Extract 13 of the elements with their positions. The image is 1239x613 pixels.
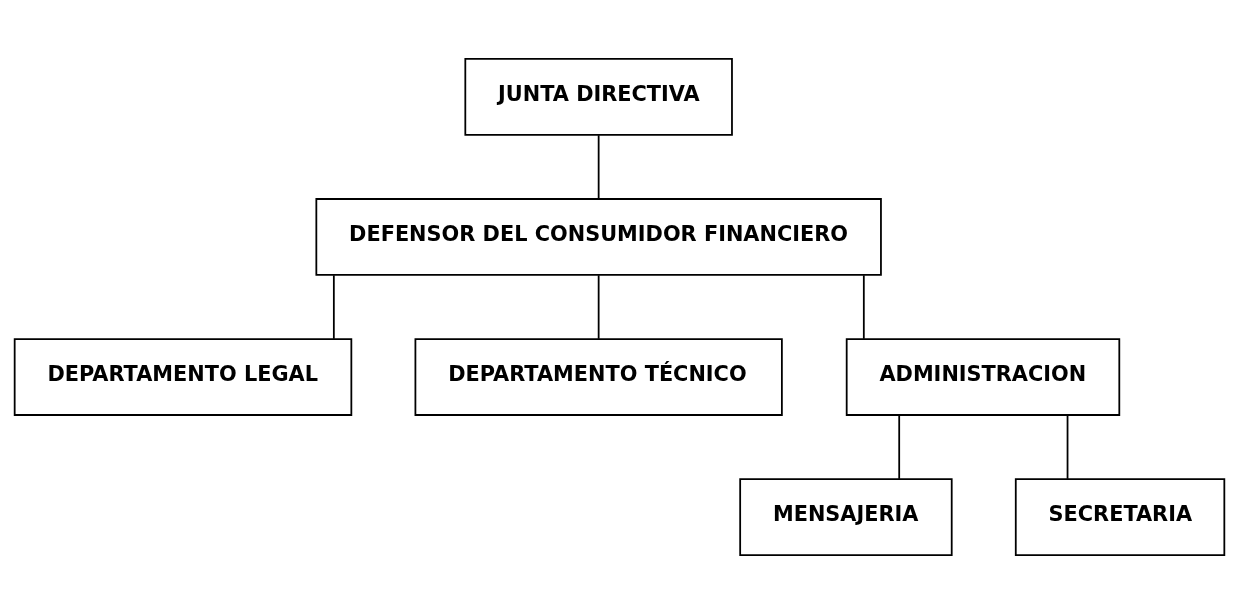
node-box: SECRETARIA: [1014, 477, 1226, 556]
node-box: DEPARTAMENTO LEGAL: [13, 337, 353, 416]
node-box: DEFENSOR DEL CONSUMIDOR FINANCIERO: [315, 197, 882, 276]
node-box: JUNTA DIRECTIVA: [464, 57, 733, 136]
connector: [862, 273, 865, 340]
connector: [332, 273, 335, 340]
connector: [597, 273, 600, 340]
connector: [597, 133, 600, 200]
node-box: ADMINISTRACION: [845, 337, 1121, 416]
connector: [898, 413, 901, 480]
node-box: MENSAJERIA: [739, 477, 953, 556]
node-box: DEPARTAMENTO TÉCNICO: [414, 337, 783, 416]
connector: [1066, 413, 1069, 480]
